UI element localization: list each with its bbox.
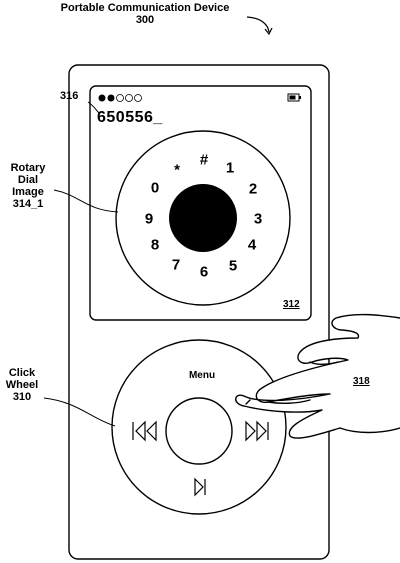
rotary-dial-hub — [169, 184, 237, 252]
next-track-icon[interactable] — [245, 420, 269, 442]
play-pause-icon[interactable] — [194, 477, 206, 497]
dial-digit-9[interactable]: 9 — [144, 210, 154, 228]
dial-digit-4[interactable]: 4 — [247, 236, 257, 254]
dial-digit-6[interactable]: 6 — [199, 263, 209, 281]
click-wheel-label-line-3: 310 — [12, 391, 32, 403]
dial-digit-0[interactable]: 0 — [150, 179, 160, 197]
figure-title-ref: 300 — [135, 14, 155, 26]
click-wheel-label-line-1: Click — [8, 367, 36, 379]
pointing-hand-icon — [235, 313, 400, 439]
phone-number-entry: 650556_ — [97, 109, 163, 126]
dial-digit-3[interactable]: 3 — [253, 210, 263, 228]
center-button[interactable] — [165, 397, 233, 465]
signal-dots-icon — [98, 94, 142, 102]
click-wheel-label-line-2: Wheel — [5, 379, 39, 391]
rotary-dial-label-line-2: Image — [12, 186, 44, 198]
dial-digit-2[interactable]: 2 — [248, 180, 258, 198]
entry-leader — [87, 101, 100, 114]
rotary-dial-label-line-3: 314_1 — [12, 198, 44, 210]
hand-ref-label: 318 — [353, 376, 370, 387]
previous-track-icon[interactable] — [132, 420, 157, 442]
battery-icon — [287, 93, 301, 102]
dial-digit-7[interactable]: 7 — [171, 256, 181, 274]
dial-digit-1[interactable]: 1 — [225, 159, 235, 177]
dial-digit-8[interactable]: 8 — [150, 236, 160, 254]
dial-digit-5[interactable]: 5 — [228, 257, 238, 275]
click-wheel-leader — [43, 397, 116, 427]
rotary-dial-leader — [53, 189, 119, 213]
rotary-dial-label-line-1: Rotary Dial — [10, 162, 46, 186]
rotary-dial-label: Rotary Dial Image 314_1 — [0, 162, 56, 210]
dial-symbol-star[interactable]: * — [174, 161, 180, 179]
entry-ref-label: 316 — [60, 90, 79, 102]
screen-ref-label: 312 — [283, 299, 300, 310]
menu-button[interactable]: Menu — [188, 370, 216, 381]
dial-symbol-hash[interactable]: # — [199, 151, 209, 169]
click-wheel-label: Click Wheel 310 — [0, 367, 44, 403]
figure-title: Portable Communication Device — [60, 2, 230, 14]
title-arrow — [246, 16, 270, 33]
